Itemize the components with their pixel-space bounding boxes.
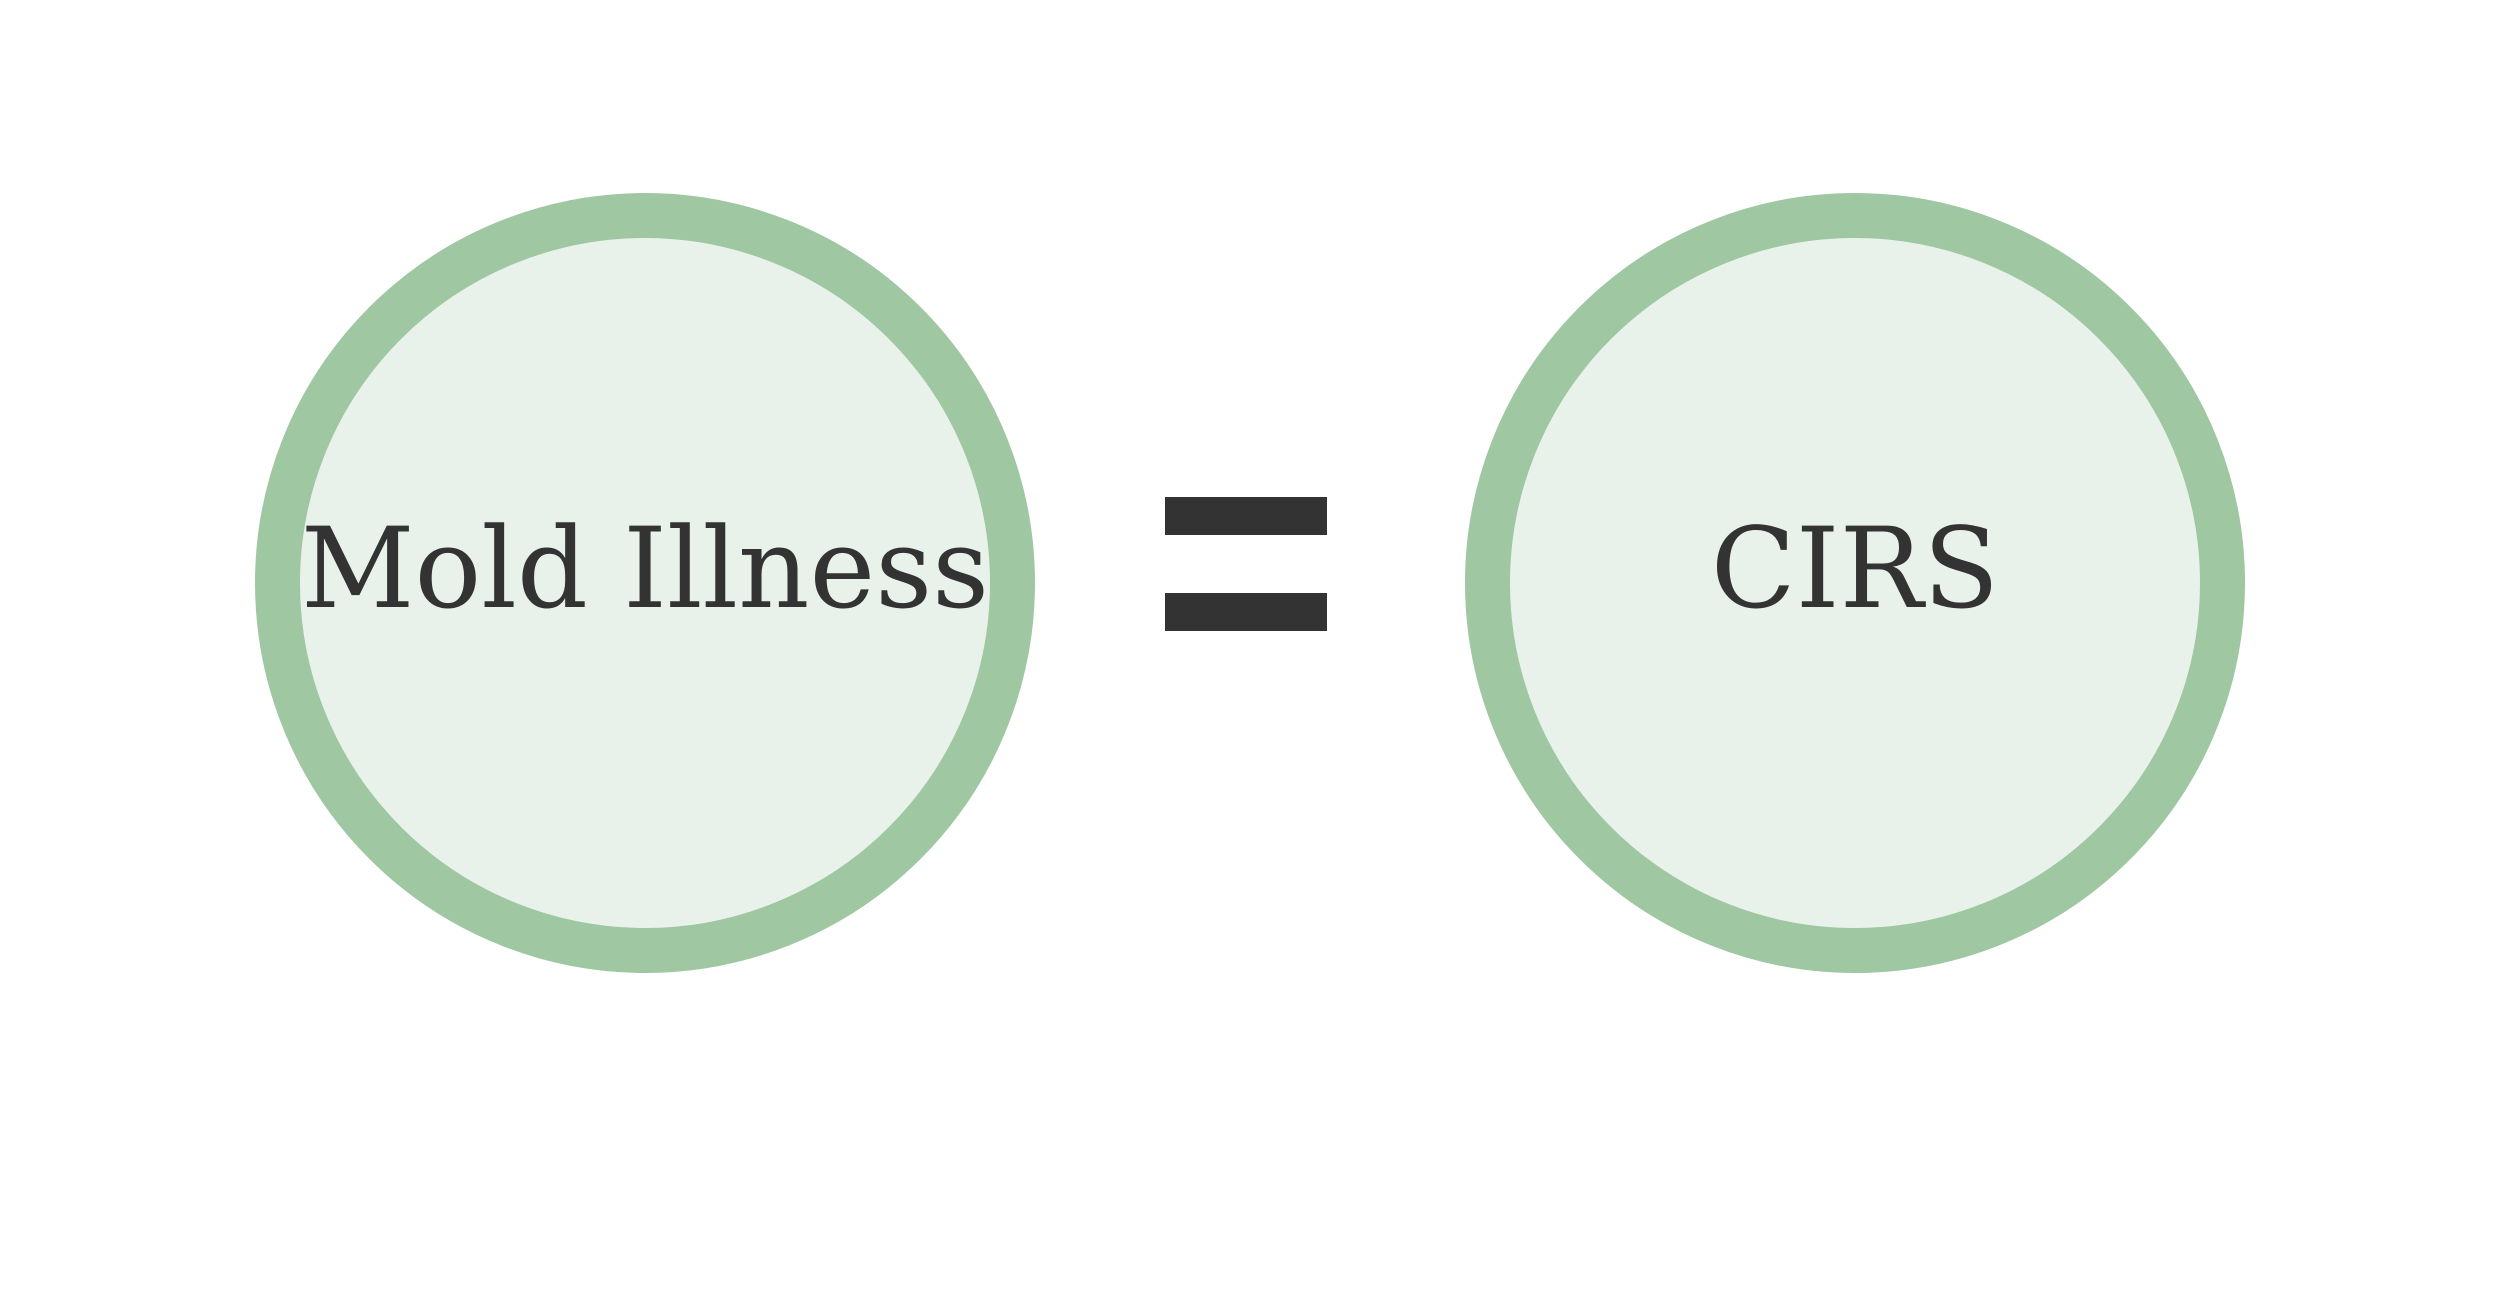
equals-icon [1165,497,1327,631]
mold-illness-label: Mold Illness [300,504,990,634]
cirs-circle: CIRS [1465,193,2245,973]
equals-top-bar [1165,497,1327,535]
equals-bottom-bar [1165,593,1327,631]
mold-illness-circle: Mold Illness [255,193,1035,973]
cirs-label: CIRS [1710,504,2000,634]
